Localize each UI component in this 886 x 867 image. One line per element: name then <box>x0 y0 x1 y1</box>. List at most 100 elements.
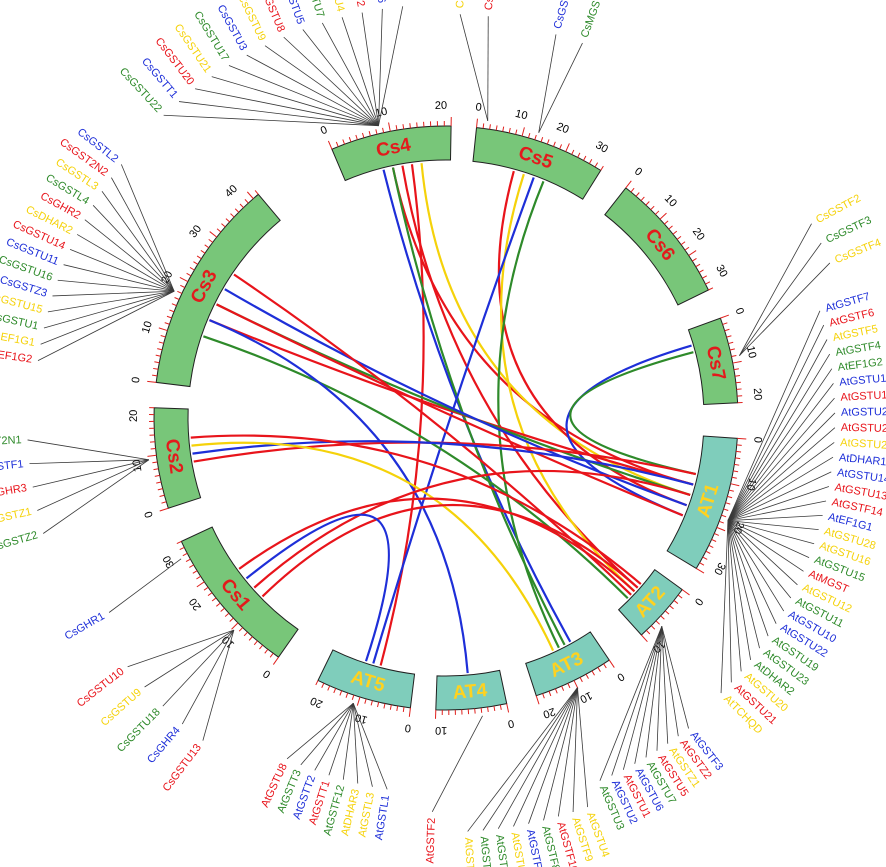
tick-mark <box>583 155 587 161</box>
leader-line <box>661 626 679 737</box>
tick-mark <box>502 126 505 132</box>
leader-line <box>528 687 578 824</box>
tick-mark <box>154 361 160 364</box>
tick-mark <box>196 255 202 260</box>
gene-label: CsDHAR1 <box>483 0 500 11</box>
tick-mark <box>243 631 248 637</box>
tick-mark <box>732 360 742 364</box>
tick-mark <box>482 123 485 129</box>
leader-line <box>92 205 175 292</box>
tick-label: 0 <box>143 510 156 520</box>
gene-label: CsGSTU19 <box>552 0 579 30</box>
tick-mark <box>669 605 674 610</box>
tick-mark <box>333 688 337 694</box>
tick-label: 0 <box>404 721 412 734</box>
tick-mark <box>182 552 188 557</box>
leader-line <box>194 88 379 127</box>
leader-line <box>727 520 819 531</box>
leader-line <box>40 290 175 345</box>
tick-mark <box>688 250 697 256</box>
tick-label: 10 <box>662 193 679 210</box>
tick-mark <box>152 374 158 377</box>
link-cs4-at2 <box>401 165 639 589</box>
leader-line <box>727 427 836 521</box>
tick-mark <box>361 132 365 138</box>
tick-mark <box>389 704 392 710</box>
tick-label: 20 <box>751 388 764 401</box>
tick-mark <box>487 706 489 713</box>
tick-mark <box>684 246 690 251</box>
tick-label: 40 <box>223 183 240 200</box>
chromosome-block <box>604 187 710 306</box>
leader-line <box>727 353 831 521</box>
tick-label: 10 <box>514 108 529 123</box>
tick-mark <box>259 644 263 650</box>
leader-line <box>727 486 830 521</box>
tick-mark <box>588 159 593 164</box>
tick-mark <box>597 667 601 672</box>
leader-line <box>76 234 175 292</box>
tick-mark <box>351 694 355 700</box>
gene-fan-cs5a: CsGSTL1CsDHAR1 <box>454 0 500 122</box>
tick-mark <box>348 137 352 143</box>
tick-mark <box>153 367 159 370</box>
tick-mark <box>506 703 510 713</box>
tick-mark <box>321 683 325 688</box>
tick-mark <box>327 685 331 691</box>
gene-label: CsGSTF4 <box>833 237 883 266</box>
leader-line <box>352 703 388 790</box>
leader-line <box>572 687 578 813</box>
gene-fan-at2: AtGSTU3AtGSTU2AtGSTU1AtGSTU6AtGSTU7AtGST… <box>597 626 725 832</box>
gene-label: AtGSTU27 <box>493 834 512 867</box>
tick-mark <box>383 703 386 709</box>
tick-mark <box>368 130 371 137</box>
tick-mark <box>594 162 599 168</box>
tick-mark <box>718 520 724 524</box>
tick-mark <box>554 688 558 694</box>
tick-mark <box>664 220 669 225</box>
tick-mark <box>630 187 635 193</box>
tick-mark <box>664 610 670 615</box>
leader-line <box>300 703 354 766</box>
link-cs2-at2 <box>190 434 642 585</box>
tick-mark <box>174 297 180 300</box>
tick-mark <box>731 476 737 479</box>
leader-line <box>727 456 834 521</box>
link-cs3-at4 <box>209 319 469 674</box>
tick-mark <box>382 127 385 133</box>
tick-mark <box>495 125 498 131</box>
gene-fan-cs1a: CsGHR1 <box>63 558 182 643</box>
leader-line <box>111 177 175 292</box>
tick-mark <box>209 231 218 238</box>
leader-line <box>727 520 760 649</box>
tick-mark <box>734 374 741 377</box>
link-cs5-at3 <box>497 180 560 649</box>
tick-mark <box>200 249 206 254</box>
tick-mark <box>711 538 717 542</box>
leader-line <box>577 687 588 808</box>
leader-line <box>29 459 149 465</box>
link-cs3-at1 <box>224 288 688 507</box>
leader-line <box>47 290 175 313</box>
tick-mark <box>375 129 378 135</box>
tick-mark <box>603 663 607 669</box>
tick-mark <box>640 196 645 201</box>
gene-fan-at1b: AtTCHQDAtGSTU21AtGSTU20AtDHAR2AtGSTU23At… <box>720 291 886 737</box>
leader-line <box>727 500 827 521</box>
tick-mark <box>625 180 632 189</box>
tick-mark <box>728 489 734 492</box>
tick-mark <box>248 636 253 641</box>
tick-mark <box>156 481 162 484</box>
chromosome-block <box>666 435 738 570</box>
tick-mark <box>152 461 158 464</box>
tick-mark <box>735 381 741 384</box>
tick-mark <box>673 600 679 604</box>
tick-label: 0 <box>632 165 644 178</box>
tick-mark <box>155 354 161 357</box>
tick-mark <box>702 556 708 560</box>
tick-mark <box>737 437 747 440</box>
